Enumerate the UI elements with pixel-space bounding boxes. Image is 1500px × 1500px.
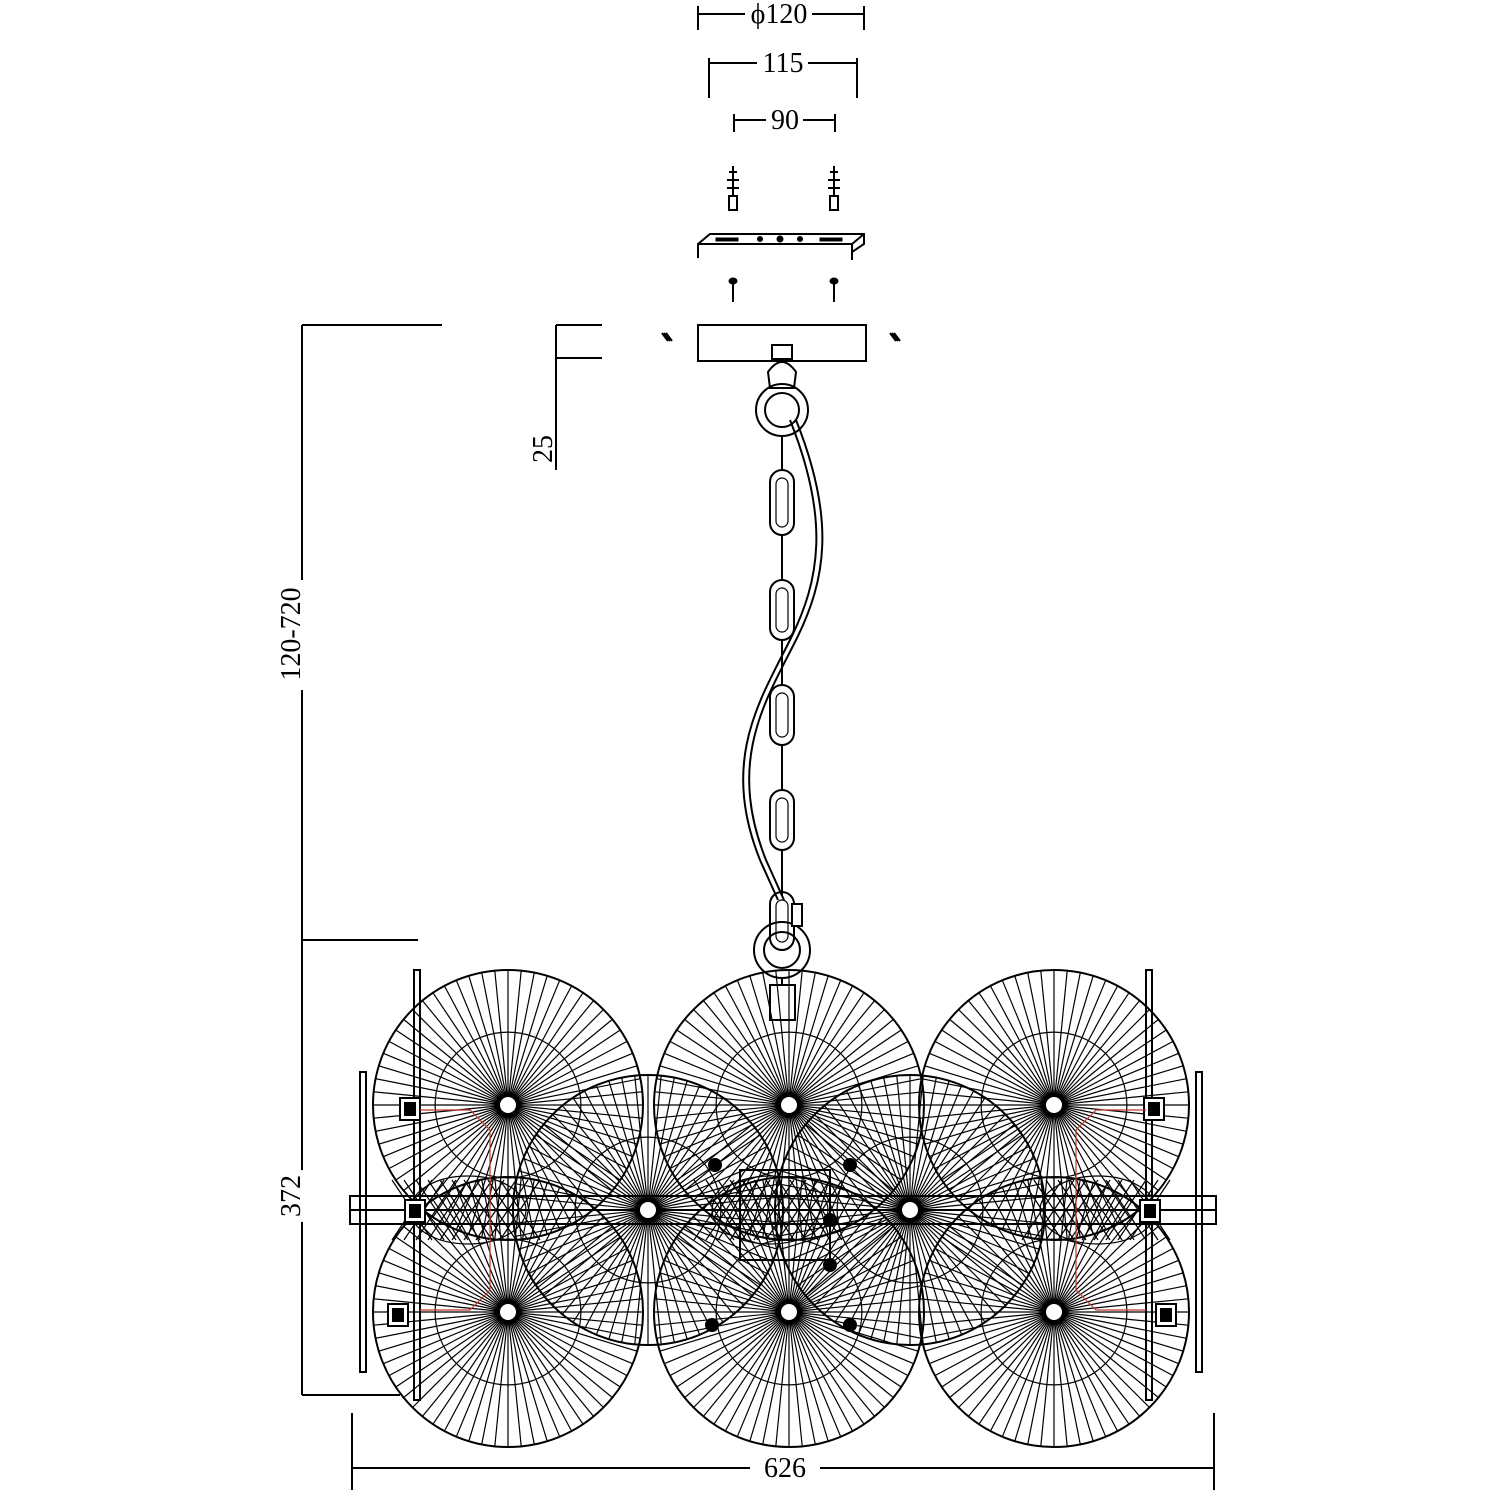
wire-discs <box>372 969 1190 1448</box>
dimension-canopy-diameter: ϕ120 <box>697 0 865 30</box>
label-body-width: 626 <box>764 1453 806 1484</box>
label-canopy-diameter: ϕ120 <box>751 0 808 30</box>
dimension-body-width: 626 <box>351 1413 1215 1490</box>
joint-node <box>843 1318 857 1332</box>
mounting-bracket <box>697 233 865 260</box>
chain-link <box>769 684 795 746</box>
joint-node <box>823 1258 837 1272</box>
dimension-canopy-height: 25 <box>528 324 602 470</box>
frame-bars <box>349 969 1217 1401</box>
chain-link <box>769 469 795 536</box>
wire-disc <box>372 1176 644 1448</box>
dimension-bracket-width: 115 <box>708 48 858 98</box>
chain-link <box>769 579 795 641</box>
label-canopy-height: 25 <box>528 435 559 463</box>
dimension-chain-length: 120-720 <box>276 324 442 941</box>
dimension-hole-spacing: 90 <box>733 105 836 136</box>
wall-plug-right <box>828 166 840 211</box>
hatched-lens <box>693 1175 843 1245</box>
label-body-height: 372 <box>276 1175 307 1217</box>
socket <box>399 1097 421 1121</box>
wire-disc <box>774 1074 1046 1346</box>
canopy <box>661 324 901 362</box>
joint-node <box>708 1158 722 1172</box>
chain-link <box>769 789 795 851</box>
hanging-chain <box>753 344 811 1000</box>
power-cable <box>742 419 824 901</box>
bulb-sockets <box>387 1097 1177 1332</box>
lamp-body <box>349 969 1217 1448</box>
dimension-body-height: 372 <box>276 940 400 1396</box>
joint-node <box>705 1318 719 1332</box>
socket <box>1143 1097 1165 1121</box>
socket <box>1139 1199 1161 1223</box>
wire-disc <box>512 1074 784 1346</box>
label-bracket-width: 115 <box>763 48 804 79</box>
joint-node <box>843 1158 857 1172</box>
label-chain-length: 120-720 <box>276 587 307 680</box>
socket <box>387 1303 409 1327</box>
screw-right <box>829 277 839 302</box>
joint-node <box>823 1213 837 1227</box>
wall-plug-left <box>727 166 739 211</box>
internal-wires <box>420 1109 1146 1311</box>
screw-left <box>728 277 738 302</box>
socket <box>404 1199 426 1223</box>
wire-disc <box>918 1176 1190 1448</box>
socket <box>1155 1303 1177 1327</box>
label-hole-spacing: 90 <box>771 105 799 136</box>
